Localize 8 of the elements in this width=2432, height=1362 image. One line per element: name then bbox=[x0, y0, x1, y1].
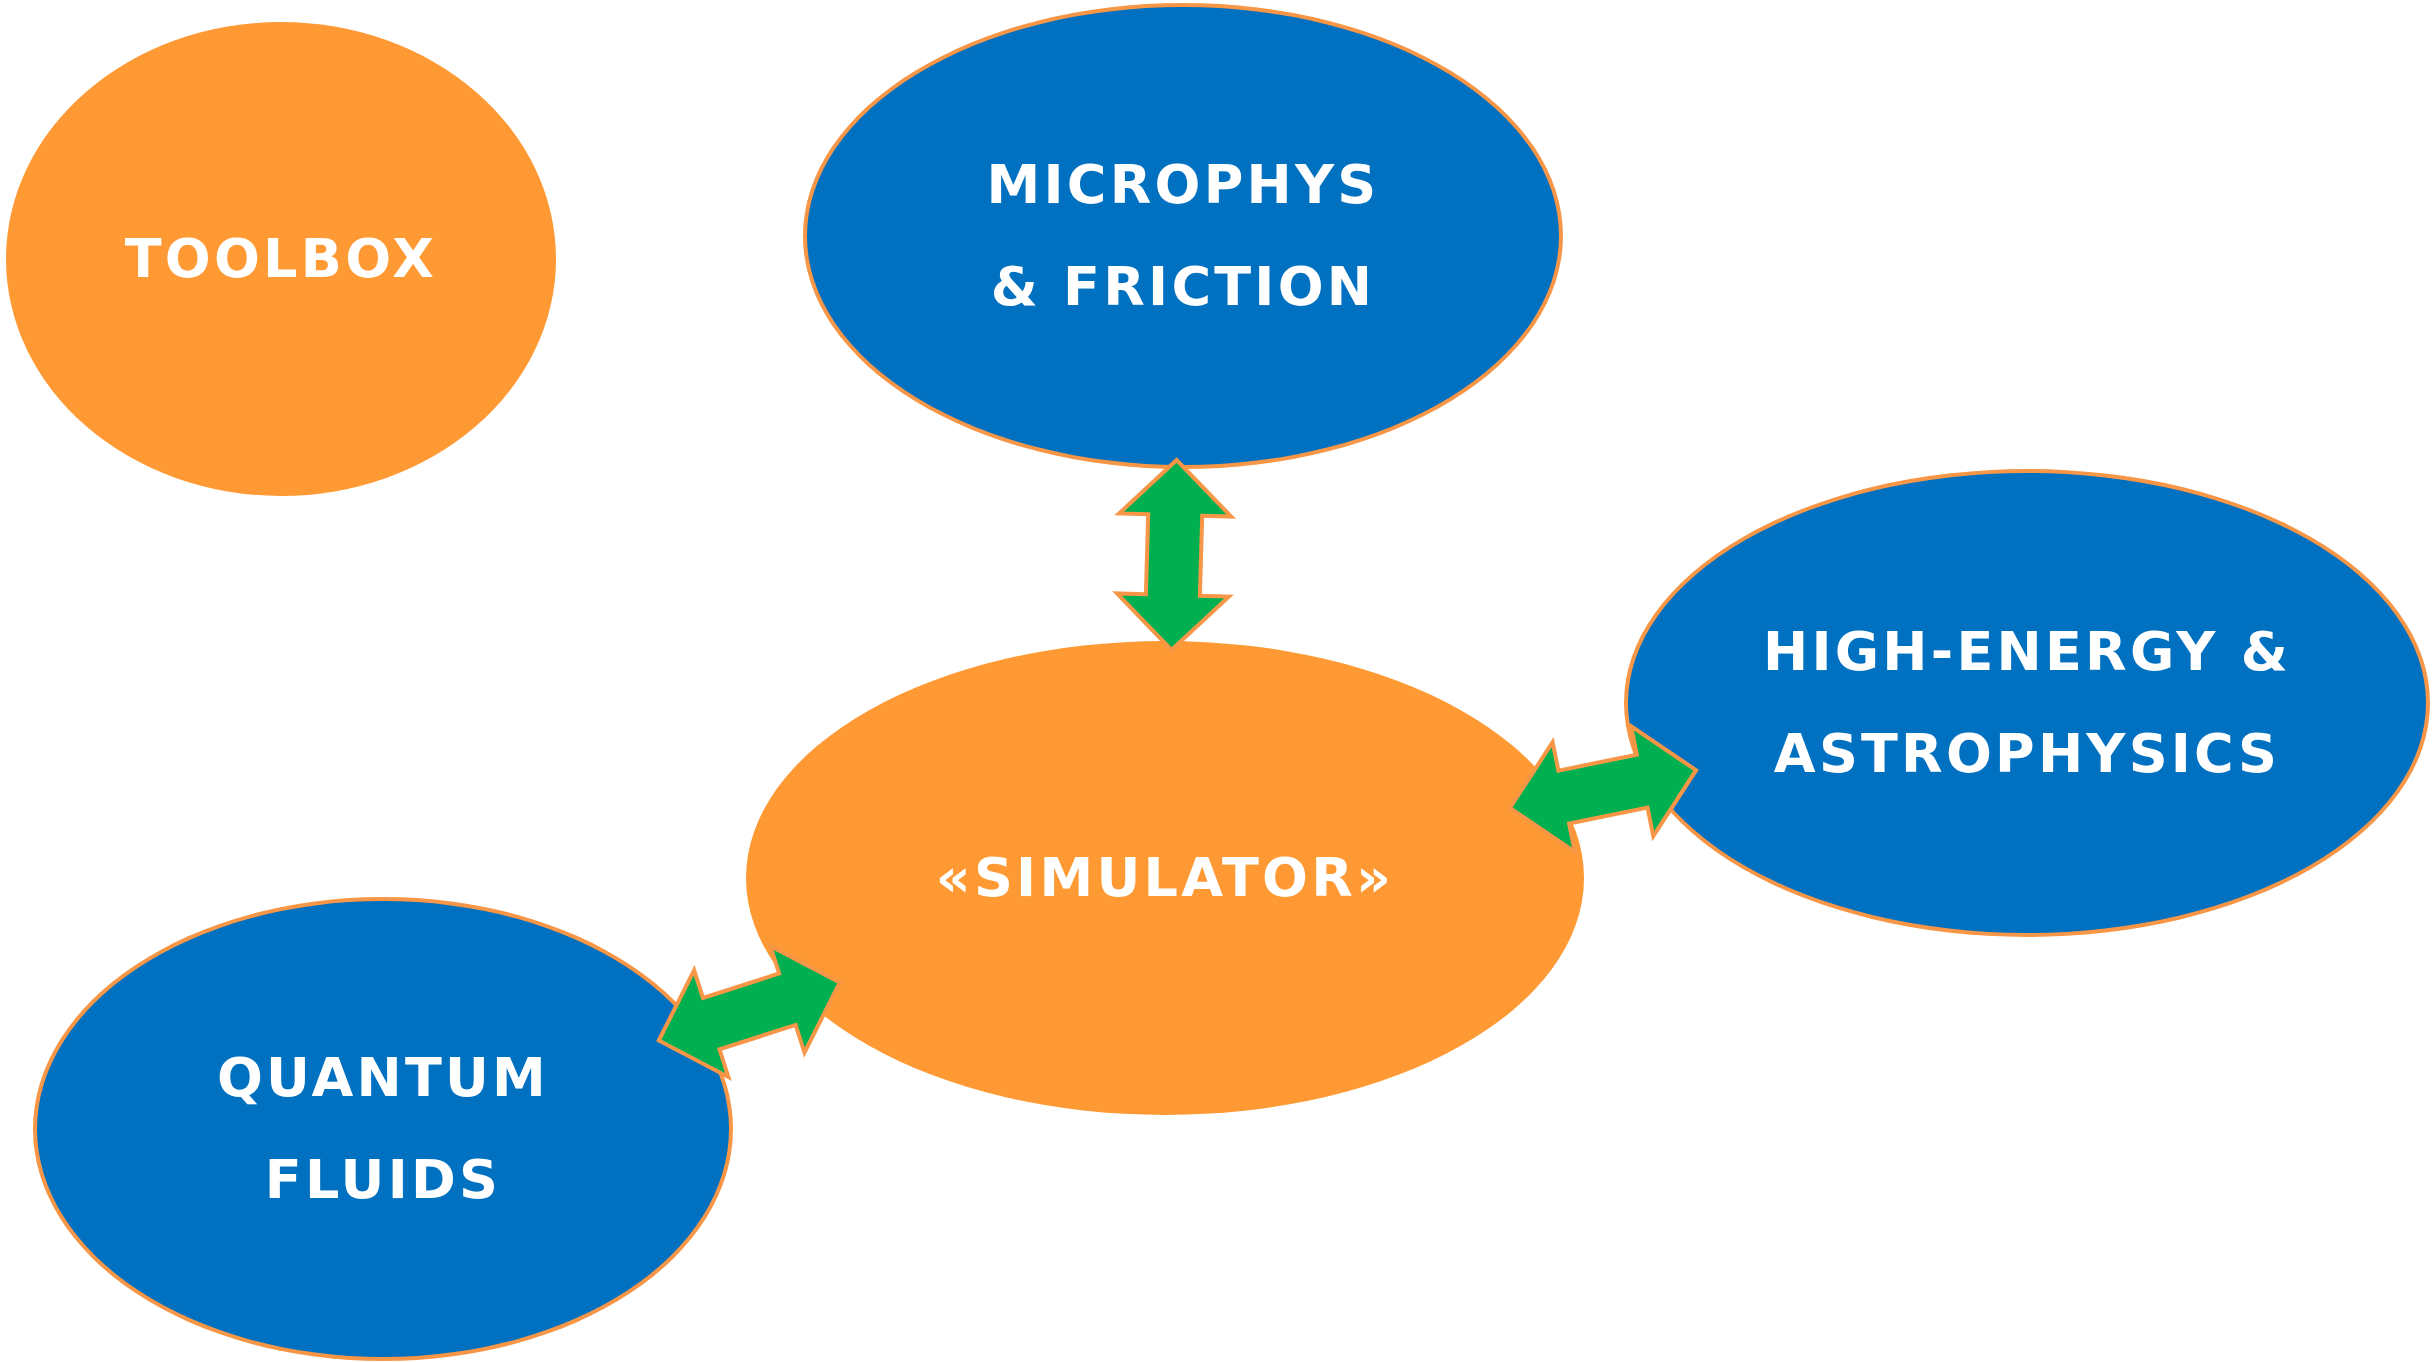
node-label: HIGH-ENERGY & ASTROPHYSICS bbox=[1762, 619, 2292, 787]
node-label: QUANTUM FLUIDS bbox=[215, 1045, 551, 1213]
double-arrow bbox=[656, 941, 843, 1082]
node-label: TOOLBOX bbox=[123, 226, 439, 292]
node-label: «SIMULATOR» bbox=[934, 845, 1396, 911]
node-label: MICROPHYS & FRICTION bbox=[985, 152, 1381, 320]
double-arrow bbox=[1507, 721, 1699, 857]
double-arrow bbox=[1112, 457, 1237, 653]
